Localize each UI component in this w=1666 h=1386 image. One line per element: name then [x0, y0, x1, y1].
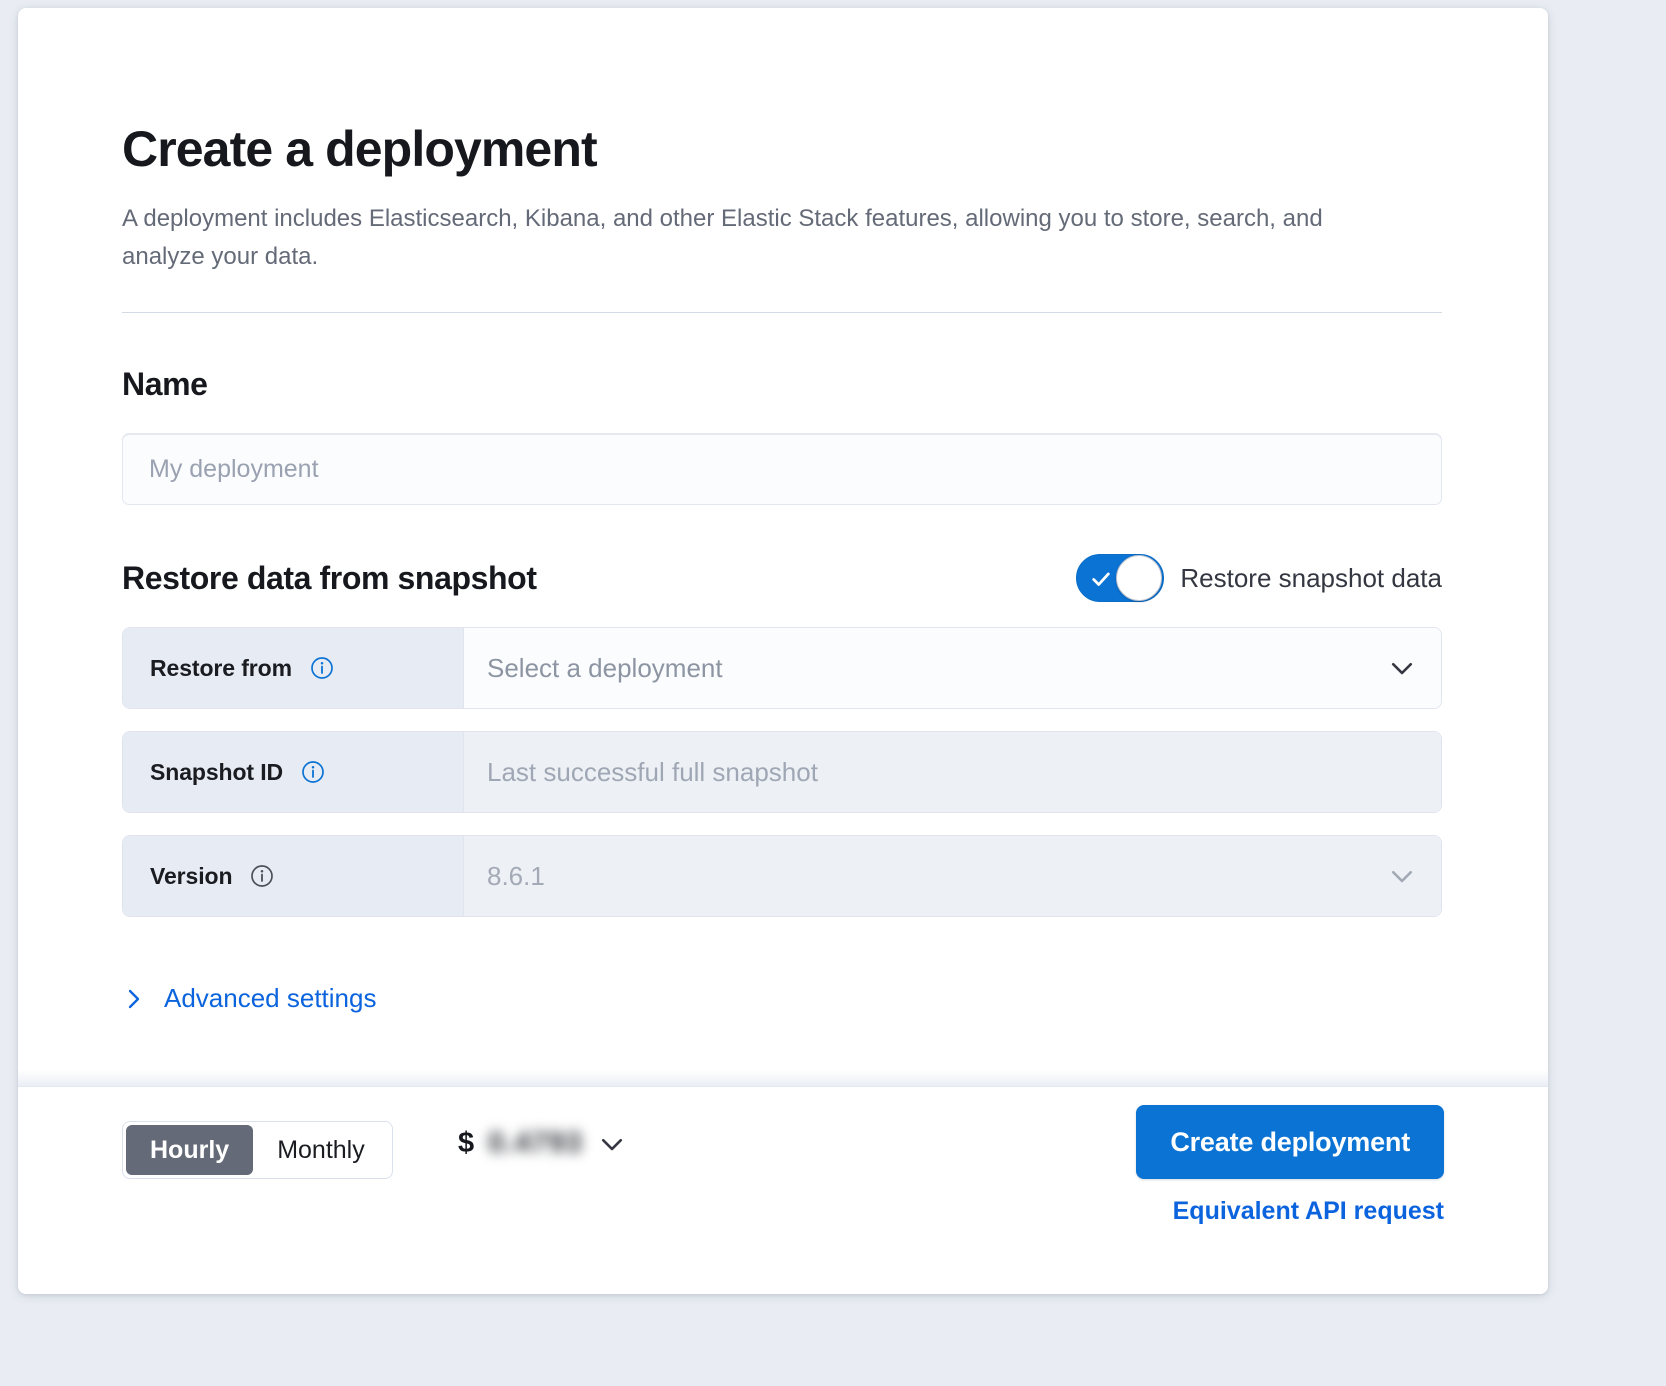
card-footer: Hourly Monthly $ 0.4793 Create deploymen…: [18, 1070, 1548, 1294]
restore-snapshot-toggle-label: Restore snapshot data: [1180, 562, 1442, 593]
name-section-title: Name: [122, 366, 208, 402]
advanced-settings-label: Advanced settings: [164, 983, 377, 1013]
field-value-version: 8.6.1: [464, 836, 1441, 916]
field-row-version: Version 8.6.1: [122, 835, 1442, 917]
info-circle-icon[interactable]: [310, 656, 334, 680]
chevron-down-icon[interactable]: [597, 1129, 627, 1159]
page-description: A deployment includes Elasticsearch, Kib…: [122, 205, 1323, 270]
create-deployment-button[interactable]: Create deployment: [1136, 1105, 1444, 1179]
field-row-restore-from[interactable]: Restore from Select a deployment: [122, 627, 1442, 709]
chevron-right-icon: [128, 989, 140, 1008]
content-column: Create a deployment A deployment include…: [122, 8, 1444, 1018]
price-currency: $: [458, 1127, 475, 1159]
billing-monthly-button[interactable]: Monthly: [253, 1125, 389, 1175]
field-row-snapshot-id: Snapshot ID Last successful full snapsho…: [122, 731, 1442, 813]
field-value-snapshot-id: Last successful full snapshot: [464, 732, 1441, 812]
deployment-name-input[interactable]: [122, 433, 1442, 505]
restore-section-header: Restore data from snapshot Restore snaps…: [122, 554, 1442, 602]
field-value-restore-from[interactable]: Select a deployment: [464, 628, 1441, 708]
version-value: 8.6.1: [487, 860, 545, 891]
info-circle-icon[interactable]: [250, 864, 274, 888]
restore-fields: Restore from Select a deployment: [122, 627, 1444, 917]
chevron-down-icon: [1391, 870, 1413, 883]
restore-snapshot-toggle-group[interactable]: Restore snapshot data: [1076, 554, 1442, 602]
snapshot-id-value: Last successful full snapshot: [487, 756, 818, 787]
price-amount: 0.4793: [488, 1127, 583, 1159]
header-divider: [122, 312, 1442, 313]
toggle-knob: [1116, 555, 1163, 601]
prepend-label-text: Version: [150, 862, 233, 889]
price-display[interactable]: $ 0.4793: [458, 1127, 627, 1160]
advanced-settings-toggle[interactable]: Advanced settings: [122, 983, 376, 1014]
equivalent-api-request-link[interactable]: Equivalent API request: [1172, 1197, 1444, 1225]
field-label-version: Version: [123, 836, 464, 916]
card-body: Create a deployment A deployment include…: [18, 8, 1548, 1086]
chevron-down-icon[interactable]: [1387, 653, 1417, 683]
restore-section-title: Restore data from snapshot: [122, 560, 537, 596]
prepend-label-text: Restore from: [150, 654, 292, 681]
field-label-restore-from: Restore from: [123, 628, 464, 708]
restore-from-value: Select a deployment: [487, 652, 723, 683]
billing-hourly-button[interactable]: Hourly: [126, 1125, 254, 1175]
page-title: Create a deployment: [122, 121, 598, 177]
check-icon: [1092, 572, 1111, 586]
restore-snapshot-toggle[interactable]: [1076, 554, 1165, 602]
create-deployment-card: Create a deployment A deployment include…: [18, 8, 1548, 1294]
prepend-label-text: Snapshot ID: [150, 758, 284, 785]
billing-period-toggle[interactable]: Hourly Monthly: [122, 1121, 393, 1179]
info-circle-icon[interactable]: [301, 760, 325, 784]
field-label-snapshot-id: Snapshot ID: [123, 732, 464, 812]
footer-inner: Hourly Monthly $ 0.4793 Create deploymen…: [122, 1087, 1444, 1294]
